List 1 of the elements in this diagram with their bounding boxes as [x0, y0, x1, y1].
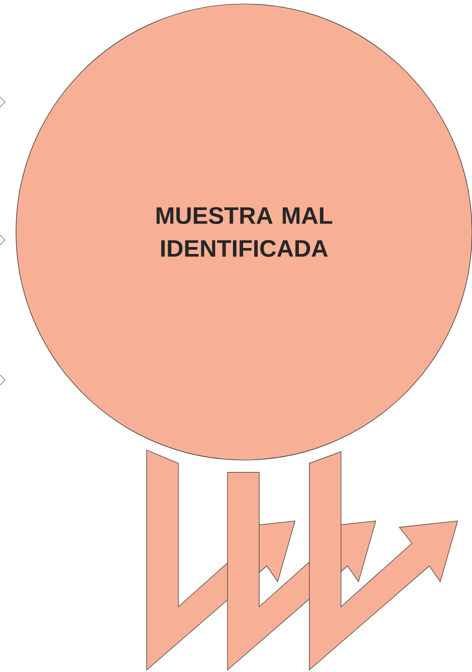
- circle-node: MUESTRA MAL IDENTIFICADA: [16, 4, 472, 460]
